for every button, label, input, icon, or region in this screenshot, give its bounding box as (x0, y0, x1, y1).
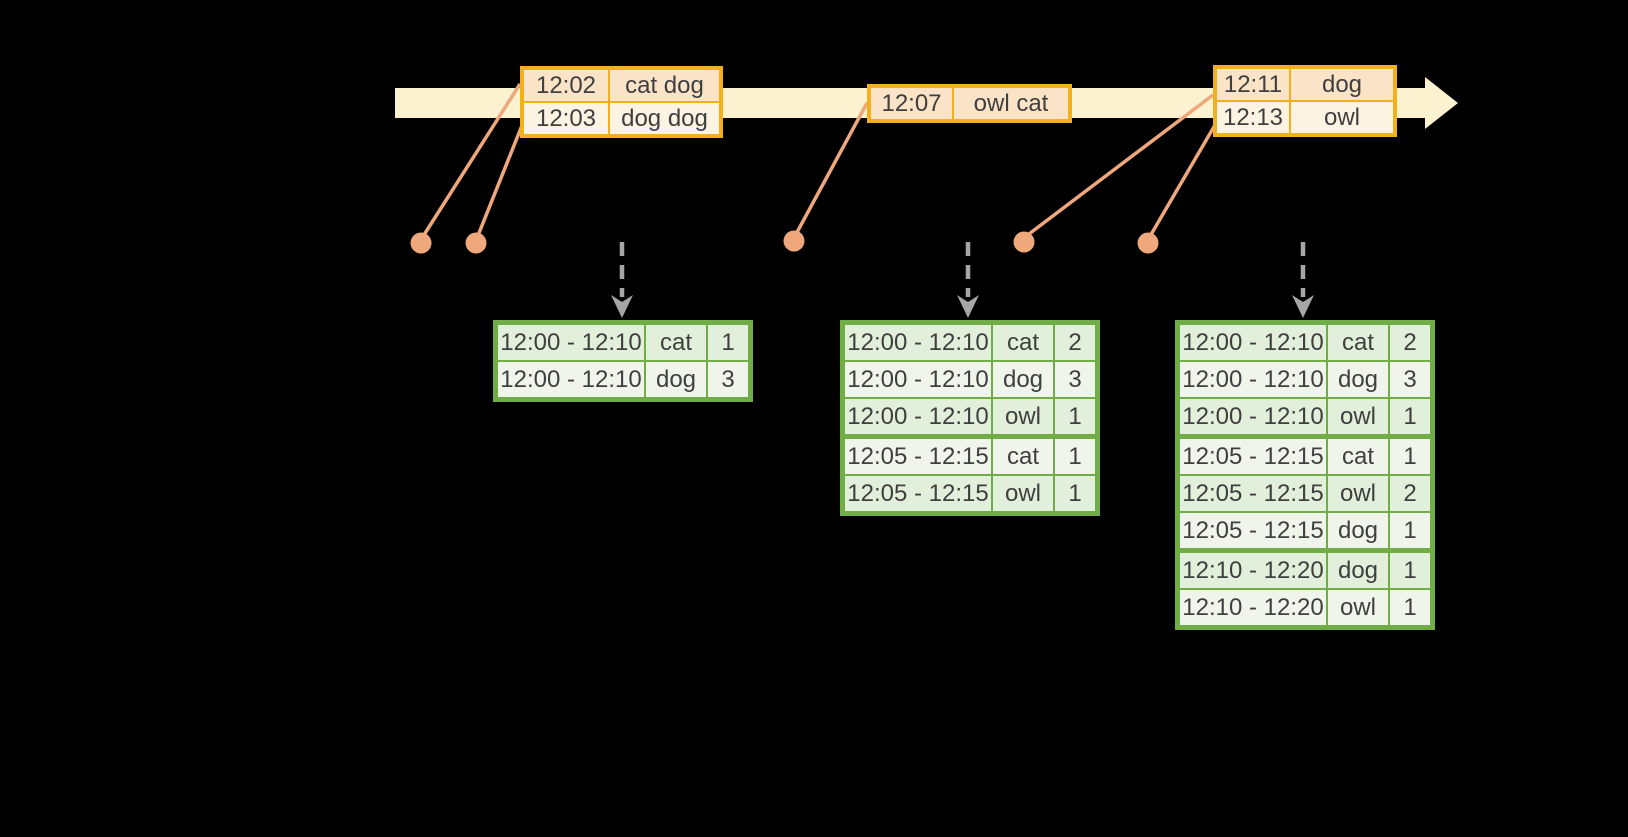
window-cell: 12:10 - 12:20 (1180, 553, 1326, 588)
result-table-2: 12:00 - 12:10 cat 2 12:00 - 12:10 dog 3 … (840, 320, 1100, 516)
result-row: 12:00 - 12:10 owl 1 (845, 399, 1095, 434)
count-cell: 1 (1390, 399, 1430, 434)
connector-line (1147, 124, 1217, 239)
event-dot (1013, 231, 1035, 253)
window-cell: 12:00 - 12:10 (1180, 325, 1326, 360)
count-cell: 1 (1055, 439, 1095, 474)
word-cell: cat (993, 325, 1053, 360)
event-table-2: 12:07 owl cat (867, 84, 1072, 123)
word-cell: dog (993, 362, 1053, 397)
result-row: 12:00 - 12:10 cat 2 (845, 325, 1095, 360)
event-dot (410, 232, 432, 254)
event-words: dog dog (610, 103, 719, 134)
count-cell: 3 (1055, 362, 1095, 397)
event-table-1: 12:02 cat dog 12:03 dog dog (520, 66, 723, 138)
word-cell: dog (1328, 553, 1388, 588)
event-row: 12:07 owl cat (871, 88, 1068, 119)
event-dot (783, 230, 805, 252)
event-words: owl (1291, 102, 1393, 133)
event-time: 12:13 (1217, 102, 1289, 133)
word-cell: dog (1328, 362, 1388, 397)
word-cell: dog (1328, 513, 1388, 548)
window-cell: 12:00 - 12:10 (1180, 399, 1326, 434)
count-cell: 2 (1055, 325, 1095, 360)
window-cell: 12:00 - 12:10 (498, 362, 644, 397)
trigger-arrowheads (611, 295, 1314, 318)
event-time: 12:11 (1217, 69, 1289, 100)
trigger-arrowhead-icon (611, 295, 633, 318)
event-dot (465, 232, 487, 254)
event-time: 12:07 (871, 88, 952, 119)
window-cell: 12:05 - 12:15 (1180, 476, 1326, 511)
result-row: 12:05 - 12:15 owl 1 (845, 476, 1095, 511)
event-words: owl cat (954, 88, 1068, 119)
result-row: 12:10 - 12:20 owl 1 (1180, 590, 1430, 625)
count-cell: 3 (1390, 362, 1430, 397)
trigger-arrowhead-icon (1292, 295, 1314, 318)
event-words: cat dog (610, 70, 719, 101)
result-row: 12:05 - 12:15 cat 1 (1180, 439, 1430, 474)
event-row: 12:02 cat dog (524, 70, 719, 101)
event-dot (1137, 232, 1159, 254)
event-dots (410, 230, 1159, 254)
window-cell: 12:00 - 12:10 (845, 325, 991, 360)
event-words: dog (1291, 69, 1393, 100)
window-cell: 12:05 - 12:15 (845, 439, 991, 474)
word-cell: dog (646, 362, 706, 397)
result-row: 12:00 - 12:10 dog 3 (1180, 362, 1430, 397)
event-row: 12:11 dog (1217, 69, 1393, 100)
event-table-3: 12:11 dog 12:13 owl (1213, 65, 1397, 137)
count-cell: 1 (1390, 439, 1430, 474)
count-cell: 1 (1055, 476, 1095, 511)
result-row: 12:00 - 12:10 cat 2 (1180, 325, 1430, 360)
count-cell: 1 (1390, 590, 1430, 625)
event-row: 12:03 dog dog (524, 103, 719, 134)
word-cell: owl (1328, 476, 1388, 511)
word-cell: cat (1328, 325, 1388, 360)
window-cell: 12:00 - 12:10 (1180, 362, 1326, 397)
window-cell: 12:05 - 12:15 (845, 476, 991, 511)
result-row: 12:05 - 12:15 owl 2 (1180, 476, 1430, 511)
word-cell: owl (1328, 399, 1388, 434)
count-cell: 1 (708, 325, 748, 360)
event-time: 12:03 (524, 103, 608, 134)
word-cell: cat (993, 439, 1053, 474)
window-cell: 12:00 - 12:10 (845, 362, 991, 397)
result-row: 12:10 - 12:20 dog 1 (1180, 553, 1430, 588)
word-cell: owl (993, 476, 1053, 511)
word-cell: cat (1328, 439, 1388, 474)
word-cell: owl (1328, 590, 1388, 625)
count-cell: 3 (708, 362, 748, 397)
result-row: 12:05 - 12:15 cat 1 (845, 439, 1095, 474)
event-time: 12:02 (524, 70, 608, 101)
count-cell: 2 (1390, 325, 1430, 360)
timeline-arrowhead-icon (1425, 77, 1458, 129)
count-cell: 2 (1390, 476, 1430, 511)
result-table-1: 12:00 - 12:10 cat 1 12:00 - 12:10 dog 3 (493, 320, 753, 402)
trigger-arrows (619, 242, 1306, 297)
count-cell: 1 (1055, 399, 1095, 434)
count-cell: 1 (1390, 513, 1430, 548)
window-cell: 12:05 - 12:15 (1180, 513, 1326, 548)
result-row: 12:00 - 12:10 owl 1 (1180, 399, 1430, 434)
window-cell: 12:00 - 12:10 (845, 399, 991, 434)
result-row: 12:00 - 12:10 cat 1 (498, 325, 748, 360)
word-cell: owl (993, 399, 1053, 434)
count-cell: 1 (1390, 553, 1430, 588)
window-cell: 12:05 - 12:15 (1180, 439, 1326, 474)
result-row: 12:00 - 12:10 dog 3 (845, 362, 1095, 397)
event-row: 12:13 owl (1217, 102, 1393, 133)
result-row: 12:05 - 12:15 dog 1 (1180, 513, 1430, 548)
connector-line (475, 122, 525, 239)
trigger-arrowhead-icon (957, 295, 979, 318)
window-cell: 12:10 - 12:20 (1180, 590, 1326, 625)
connector-line (793, 102, 869, 237)
window-cell: 12:00 - 12:10 (498, 325, 644, 360)
result-row: 12:00 - 12:10 dog 3 (498, 362, 748, 397)
word-cell: cat (646, 325, 706, 360)
result-table-3: 12:00 - 12:10 cat 2 12:00 - 12:10 dog 3 … (1175, 320, 1435, 630)
